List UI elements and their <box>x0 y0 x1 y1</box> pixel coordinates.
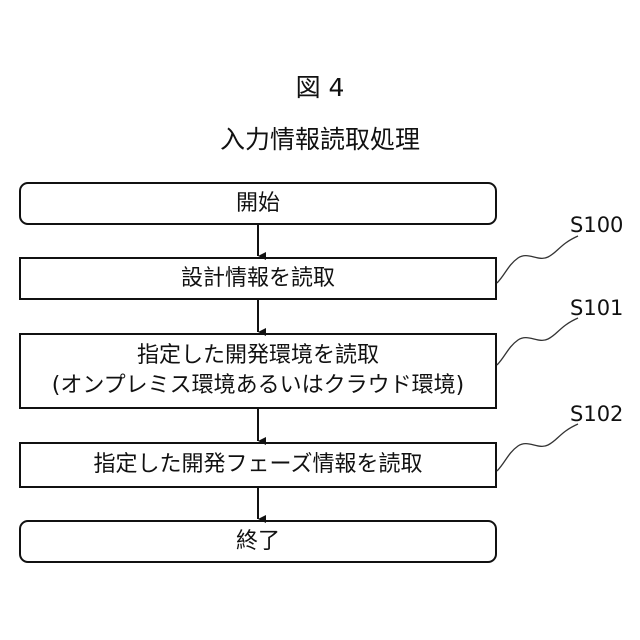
step-label-s102: S102 <box>570 402 623 426</box>
step-label-s101: S101 <box>570 296 623 320</box>
step-label-s100: S100 <box>570 213 623 237</box>
leader-s102 <box>497 424 578 471</box>
leader-s100 <box>497 236 578 283</box>
leader-s101 <box>497 318 578 365</box>
